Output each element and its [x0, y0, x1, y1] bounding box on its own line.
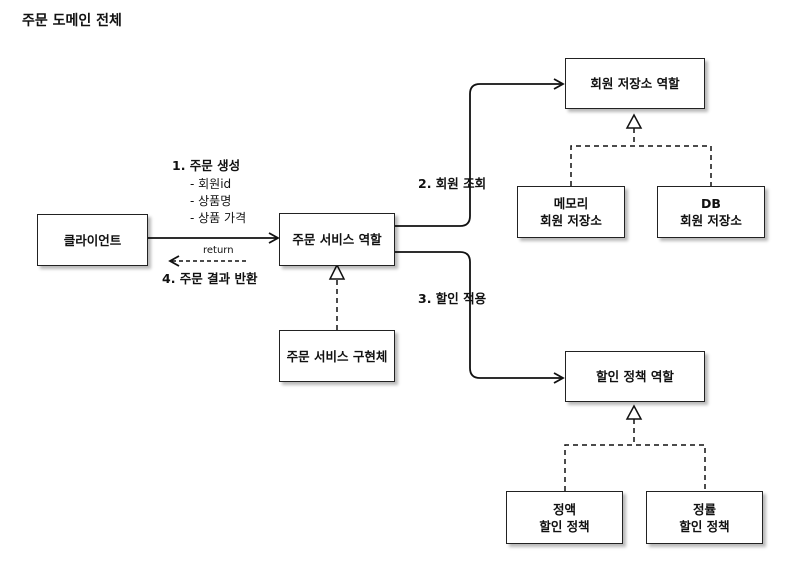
apply-discount-arrow [395, 251, 565, 384]
order-service-impl-label: 주문 서비스 구현체 [286, 348, 388, 364]
page-title: 주문 도메인 전체 [22, 13, 122, 29]
rate-discount-line2: 할인 정책 [679, 518, 730, 534]
client-label: 클라이언트 [63, 232, 122, 248]
create-order-param-member-id: - 회원id [190, 177, 232, 191]
discount-realization [564, 419, 706, 491]
create-order-label: 1. 주문 생성 [172, 158, 241, 173]
discount-policy-role-box: 할인 정책 역할 [565, 351, 705, 402]
member-repo-realization [570, 128, 712, 186]
order-impl-triangle [328, 263, 346, 280]
memory-repo-line1: 메모리 [553, 196, 589, 211]
memory-repo-line2: 회원 저장소 [540, 213, 602, 228]
fixed-discount-line1: 정액 [552, 501, 576, 517]
member-lookup-arrow [395, 78, 565, 227]
rate-discount-box: 정률 할인 정책 [646, 491, 763, 544]
create-order-param-item-name: - 상품명 [190, 194, 232, 208]
member-repo-triangle [625, 113, 643, 129]
db-repo-box: DB 회원 저장소 [657, 186, 765, 238]
memory-repo-box: 메모리 회원 저장소 [517, 186, 625, 238]
order-service-role-box: 주문 서비스 역할 [279, 213, 395, 266]
rate-discount-line1: 정률 [692, 501, 716, 517]
member-lookup-label: 2. 회원 조회 [418, 176, 487, 191]
return-result-label: 4. 주문 결과 반환 [162, 271, 258, 286]
return-label: return [203, 245, 234, 256]
db-repo-line2: 회원 저장소 [680, 213, 742, 228]
fixed-discount-line2: 할인 정책 [539, 518, 590, 534]
db-repo-line1: DB [701, 196, 721, 211]
order-service-impl-box: 주문 서비스 구현체 [279, 330, 395, 382]
client-box: 클라이언트 [37, 214, 148, 266]
member-repo-role-label: 회원 저장소 역할 [590, 76, 680, 91]
discount-policy-role-label: 할인 정책 역할 [596, 369, 674, 384]
order-service-role-label: 주문 서비스 역할 [292, 232, 382, 247]
fixed-discount-box: 정액 할인 정책 [506, 491, 623, 544]
apply-discount-label: 3. 할인 적용 [418, 291, 487, 306]
create-order-param-item-price: - 상품 가격 [190, 211, 247, 225]
discount-triangle [625, 404, 643, 420]
member-repo-role-box: 회원 저장소 역할 [565, 58, 705, 109]
